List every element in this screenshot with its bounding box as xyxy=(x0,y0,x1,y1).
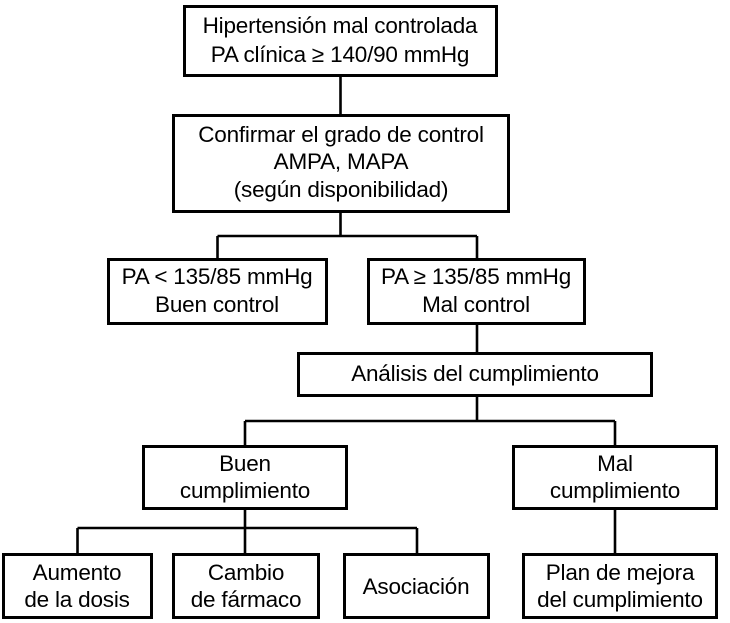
node-layer: Hipertensión mal controlada PA clínica ≥… xyxy=(2,5,718,619)
node-buen-cumplimiento-line-1: Buen xyxy=(219,451,271,476)
node-analisis-cumplimiento-line-1: Análisis del cumplimiento xyxy=(351,361,599,386)
node-hipertension-mal-controlada-line-2: PA clínica ≥ 140/90 mmHg xyxy=(211,42,470,67)
node-pa-buen-control[interactable]: PA < 135/85 mmHg Buen control xyxy=(107,258,328,325)
node-confirmar-grado-control-line-1: Confirmar el grado de control xyxy=(198,122,484,147)
node-buen-cumplimiento-line-2: cumplimiento xyxy=(180,478,310,503)
node-pa-buen-control-line-2: Buen control xyxy=(155,292,279,317)
node-aumento-dosis-line-1: Aumento xyxy=(33,560,122,585)
node-pa-mal-control-line-1: PA ≥ 135/85 mmHg xyxy=(381,264,571,289)
node-aumento-dosis-line-2: de la dosis xyxy=(24,587,129,612)
node-asociacion-line-1: Asociación xyxy=(363,574,470,599)
node-mal-cumplimiento-line-2: cumplimiento xyxy=(550,478,680,503)
node-pa-mal-control[interactable]: PA ≥ 135/85 mmHg Mal control xyxy=(367,258,586,325)
node-mal-cumplimiento-line-1: Mal xyxy=(597,451,633,476)
node-cambio-farmaco-line-1: Cambio xyxy=(208,560,284,585)
node-plan-mejora-cumplimiento-line-1: Plan de mejora xyxy=(546,560,695,585)
node-buen-cumplimiento[interactable]: Buen cumplimiento xyxy=(142,445,348,510)
node-confirmar-grado-control[interactable]: Confirmar el grado de control AMPA, MAPA… xyxy=(172,114,510,213)
node-pa-mal-control-line-2: Mal control xyxy=(422,292,530,317)
connector-layer xyxy=(76,77,617,553)
node-cambio-farmaco[interactable]: Cambio de fármaco xyxy=(172,553,320,619)
node-asociacion[interactable]: Asociación xyxy=(343,553,490,619)
node-plan-mejora-cumplimiento[interactable]: Plan de mejora del cumplimiento xyxy=(522,553,718,619)
node-aumento-dosis[interactable]: Aumento de la dosis xyxy=(2,553,153,619)
node-hipertension-mal-controlada-line-1: Hipertensión mal controlada xyxy=(203,13,478,38)
node-confirmar-grado-control-line-3: (según disponibilidad) xyxy=(234,177,449,202)
node-confirmar-grado-control-line-2: AMPA, MAPA xyxy=(274,149,409,174)
node-analisis-cumplimiento[interactable]: Análisis del cumplimiento xyxy=(297,352,653,397)
node-pa-buen-control-line-1: PA < 135/85 mmHg xyxy=(122,264,313,289)
node-plan-mejora-cumplimiento-line-2: del cumplimiento xyxy=(537,587,703,612)
node-mal-cumplimiento[interactable]: Mal cumplimiento xyxy=(512,445,718,510)
node-hipertension-mal-controlada[interactable]: Hipertensión mal controlada PA clínica ≥… xyxy=(183,5,498,77)
node-cambio-farmaco-line-2: de fármaco xyxy=(191,587,302,612)
